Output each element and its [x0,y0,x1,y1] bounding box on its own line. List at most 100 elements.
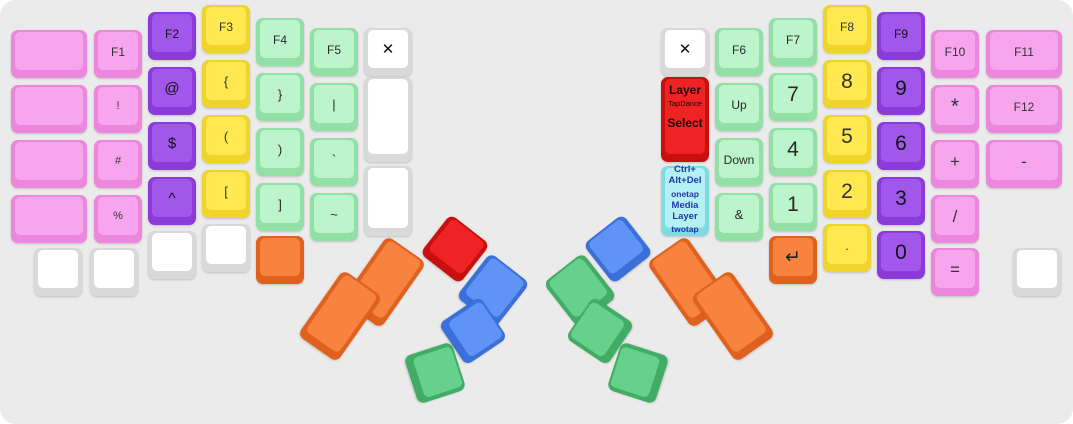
key-hash-keytop [98,142,138,180]
key-f7[interactable]: F7 [769,18,817,66]
key-at[interactable]: @ [148,67,196,115]
key-period[interactable]: . [823,224,871,272]
key-f6-keytop [719,30,759,68]
key-f10-keytop [935,32,975,70]
key-f11[interactable]: F11 [986,30,1062,78]
key-lbrace[interactable]: { [202,60,250,108]
key-f3[interactable]: F3 [202,5,250,53]
key-7-keytop [773,75,813,113]
key-rbracket-label: ] [278,197,282,212]
key-enter[interactable]: ↵ [769,236,817,284]
key-3[interactable]: 3 [877,177,925,225]
key-ampersand[interactable]: & [715,193,763,241]
key-f1-label: F1 [110,44,125,59]
key-f6[interactable]: F6 [715,28,763,76]
key-blank-orange-left[interactable] [256,236,304,284]
key-blank-white-left-5[interactable] [364,77,412,162]
key-enter-keytop [773,238,813,276]
key-f5-label: F5 [326,42,341,57]
key-f1[interactable]: F1 [94,30,142,78]
key-f12[interactable]: F12 [986,85,1062,133]
key-blank-white-left-6[interactable] [364,166,412,236]
key-ampersand-label: & [734,207,744,222]
key-lbracket[interactable]: [ [202,170,250,218]
key-f7-keytop [773,20,813,58]
combo-trigger-label-1: onetap [671,188,699,199]
key-f1-keytop [98,32,138,70]
key-0-keytop [881,233,921,271]
key-f12-keytop [990,87,1058,125]
key-plus[interactable]: + [931,140,979,188]
key-4[interactable]: 4 [769,128,817,176]
key-rparen-label: ) [277,142,283,157]
key-hash-label: # [114,155,122,167]
key-rparen-keytop [260,130,300,168]
key-exclamation[interactable]: ! [94,85,142,133]
key-2-keytop [827,172,867,210]
key-backtick[interactable]: ` [310,138,358,186]
key-asterisk[interactable]: * [931,85,979,133]
key-minus[interactable]: - [986,140,1062,188]
key-5-keytop [827,117,867,155]
key-5[interactable]: 5 [823,115,871,163]
key-enter-label: ↵ [785,247,801,268]
key-f8[interactable]: F8 [823,5,871,53]
key-blank-white-left-5-keytop [368,79,408,154]
key-caret-label: ^ [168,190,176,207]
key-pipe[interactable]: | [310,83,358,131]
key-blank-white-right-keytop [1017,250,1057,288]
key-6-keytop [881,124,921,162]
key-blank-white-left-1[interactable] [34,248,82,296]
key-7[interactable]: 7 [769,73,817,121]
key-blank-pink-3[interactable] [11,140,87,188]
key-caret[interactable]: ^ [148,177,196,225]
key-minus-label: - [1021,152,1027,171]
key-f9[interactable]: F9 [877,12,925,60]
key-f3-label: F3 [218,19,233,34]
key-8[interactable]: 8 [823,60,871,108]
key-blank-white-left-3[interactable] [148,231,196,279]
key-2[interactable]: 2 [823,170,871,218]
key-blank-white-left-2[interactable] [90,248,138,296]
key-at-keytop [152,69,192,107]
key-hash[interactable]: # [94,140,142,188]
key-1[interactable]: 1 [769,183,817,231]
key-blank-pink-1[interactable] [11,30,87,78]
key-up[interactable]: Up [715,83,763,131]
key-rbrace[interactable]: } [256,73,304,121]
key-tilde[interactable]: ~ [310,193,358,241]
key-blank-white-left-4[interactable] [202,224,250,272]
key-9[interactable]: 9 [877,67,925,115]
key-rparen[interactable]: ) [256,128,304,176]
key-blank-white-right[interactable] [1013,248,1061,296]
key-thumb-left-red-keytop [427,217,486,276]
key-6[interactable]: 6 [877,122,925,170]
key-lbrace-keytop [206,62,246,100]
key-close-left[interactable]: ✕ [364,28,412,76]
key-9-keytop [881,69,921,107]
key-close-right[interactable]: ✕ [661,28,709,76]
key-slash-label: / [952,207,958,226]
key-f10[interactable]: F10 [931,30,979,78]
key-lparen[interactable]: ( [202,115,250,163]
key-equals[interactable]: = [931,248,979,296]
key-rbrace-label: } [277,87,283,102]
key-blank-pink-2[interactable] [11,85,87,133]
key-asterisk-keytop [935,87,975,125]
key-dollar[interactable]: $ [148,122,196,170]
key-slash[interactable]: / [931,195,979,243]
key-percent-keytop [98,197,138,235]
key-f5[interactable]: F5 [310,28,358,76]
key-lparen-keytop [206,117,246,155]
key-percent[interactable]: % [94,195,142,243]
key-f4[interactable]: F4 [256,18,304,66]
key-blank-pink-4[interactable] [11,195,87,243]
key-rbracket[interactable]: ] [256,183,304,231]
key-f2[interactable]: F2 [148,12,196,60]
key-0[interactable]: 0 [877,231,925,279]
key-f2-label: F2 [164,26,179,41]
key-down[interactable]: Down [715,138,763,186]
